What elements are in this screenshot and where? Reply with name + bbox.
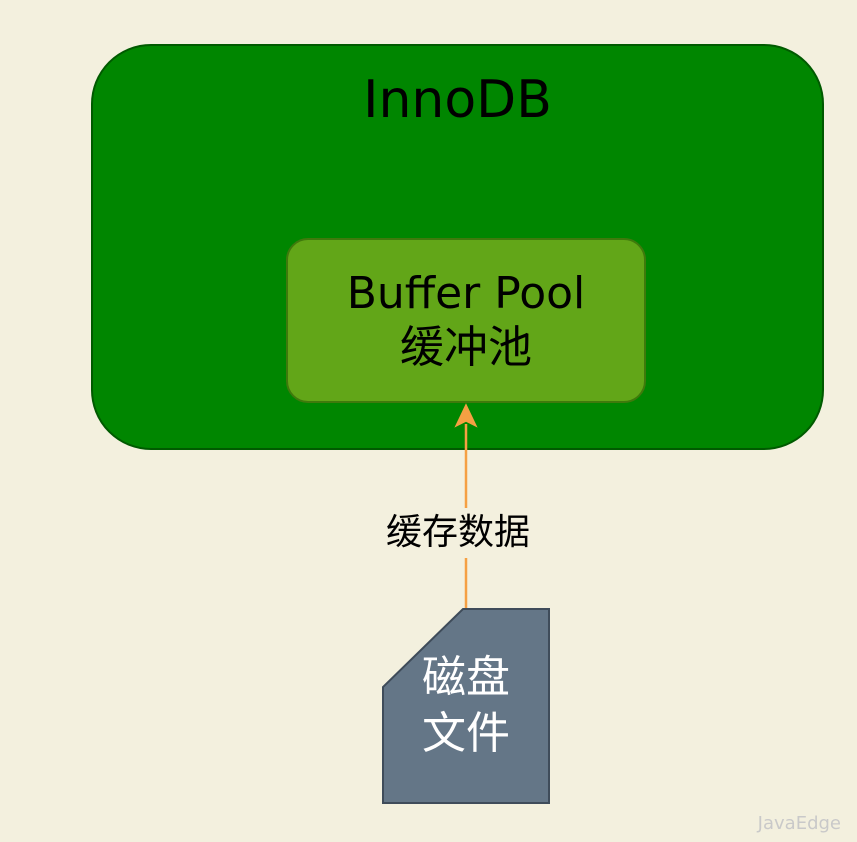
- watermark: JavaEdge: [757, 813, 841, 834]
- cache-data-label: 缓存数据: [358, 508, 558, 558]
- buffer-pool-node: Buffer Pool 缓冲池: [286, 238, 646, 403]
- innodb-label: InnoDB: [363, 70, 552, 130]
- cache-arrow-head: [454, 403, 478, 428]
- buffer-pool-cn-label: 缓冲池: [400, 321, 532, 373]
- disk-file-line1: 磁盘: [422, 652, 510, 703]
- disk-file-line2: 文件: [422, 708, 510, 759]
- disk-file-label: 磁盘 文件: [383, 650, 549, 762]
- disk-file-node: [382, 608, 550, 804]
- buffer-pool-label: Buffer Pool: [346, 267, 586, 319]
